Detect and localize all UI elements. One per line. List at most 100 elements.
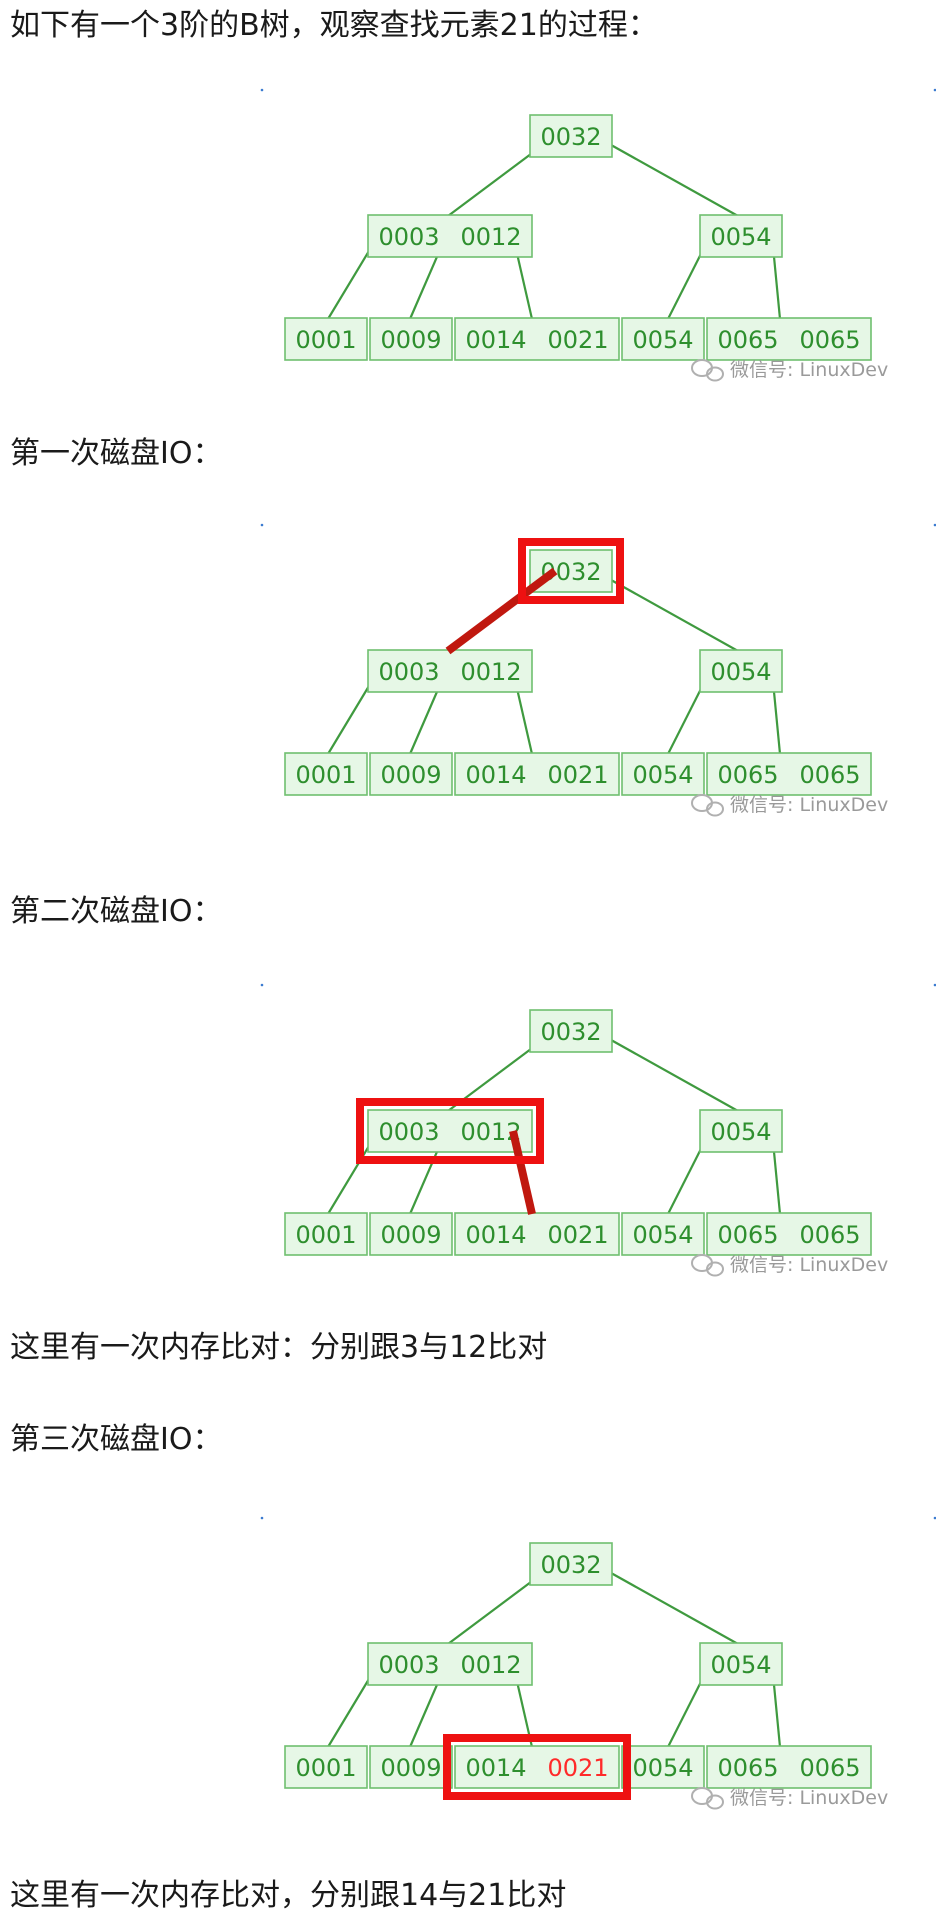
node-root: 0032 (529, 1542, 613, 1586)
node-key: 0021 (547, 326, 608, 354)
node-box (454, 317, 620, 361)
node-box (367, 1642, 533, 1686)
node-box (367, 214, 533, 258)
node-leaf2: 0009 (369, 317, 453, 361)
wechat-icon (691, 359, 724, 382)
corner-dot (260, 983, 264, 987)
node-key: 0054 (632, 326, 693, 354)
node-leaf3: 0014 0021 (454, 752, 620, 796)
node-leaf4: 0054 (621, 1745, 705, 1789)
node-key: 0009 (380, 1754, 441, 1782)
memory-compare-1-text: 这里有一次内存比对：分别跟3与12比对 (10, 1330, 548, 1365)
intro-text: 如下有一个3阶的B树，观察查找元素21的过程： (10, 8, 658, 43)
node-box (699, 1642, 783, 1686)
node-key: 0054 (632, 761, 693, 789)
node-right-internal: 0054 (699, 214, 783, 258)
corner-dot (260, 523, 264, 527)
io1-heading: 第一次磁盘IO： (10, 436, 223, 471)
node-key: 0009 (380, 1221, 441, 1249)
node-box (621, 1745, 705, 1789)
node-left-internal: 0003 0012 (367, 1642, 533, 1686)
node-leaf5: 0065 0065 (706, 1745, 872, 1789)
node-box (706, 1745, 872, 1789)
wechat-icon (691, 1254, 724, 1277)
node-key: 0014 (465, 1754, 526, 1782)
node-key: 0012 (460, 1651, 521, 1679)
node-leaf4: 0054 (621, 1212, 705, 1256)
node-box (454, 752, 620, 796)
node-key: 0021 (547, 761, 608, 789)
corner-dot (933, 88, 936, 92)
node-box (621, 1212, 705, 1256)
node-right-internal: 0054 (699, 1109, 783, 1153)
io2-heading: 第二次磁盘IO： (10, 894, 223, 929)
node-key: 0003 (378, 1651, 439, 1679)
highlight-box (518, 538, 624, 604)
wechat-icon (691, 1787, 724, 1810)
node-box (369, 1212, 453, 1256)
node-key: 0054 (632, 1754, 693, 1782)
node-key: 0065 (799, 1754, 860, 1782)
highlight-edge (445, 567, 558, 655)
node-box (529, 549, 613, 593)
node-leaf1: 0001 (284, 317, 368, 361)
highlight-box (443, 1734, 631, 1800)
node-key: 0054 (710, 1118, 771, 1146)
node-box (284, 1212, 368, 1256)
node-box (367, 1109, 533, 1153)
watermark: 微信号: LinuxDev (691, 1787, 888, 1810)
watermark-text: 微信号: LinuxDev (730, 1787, 888, 1809)
node-key: 0065 (717, 761, 778, 789)
node-key: 0009 (380, 761, 441, 789)
node-key: 0065 (717, 1754, 778, 1782)
node-leaf5: 0065 0065 (706, 317, 872, 361)
node-key: 0001 (295, 1754, 356, 1782)
node-leaf1: 0001 (284, 1212, 368, 1256)
node-leaf2: 0009 (369, 1212, 453, 1256)
node-key: 0001 (295, 1221, 356, 1249)
node-key: 0054 (710, 658, 771, 686)
node-key: 0054 (710, 223, 771, 251)
node-root: 0032 (529, 1009, 613, 1053)
node-box (529, 114, 613, 158)
edge-root-to-right (594, 135, 739, 217)
watermark: 微信号: LinuxDev (691, 1254, 888, 1277)
node-key: 0065 (799, 326, 860, 354)
node-key: 0032 (540, 123, 601, 151)
node-key: 0014 (465, 326, 526, 354)
edge-root-to-right (594, 1563, 739, 1645)
node-leaf1: 0001 (284, 752, 368, 796)
node-key: 0014 (465, 761, 526, 789)
node-key: 0065 (799, 761, 860, 789)
highlight-box (356, 1098, 544, 1164)
node-key: 0065 (717, 326, 778, 354)
node-leaf1: 0001 (284, 1745, 368, 1789)
corner-dot (933, 523, 936, 527)
node-right-internal: 0054 (699, 649, 783, 693)
node-box (529, 1009, 613, 1053)
node-box (369, 752, 453, 796)
node-key: 0012 (460, 223, 521, 251)
node-box (367, 649, 533, 693)
node-box (369, 317, 453, 361)
node-key: 0032 (540, 1551, 601, 1579)
node-box (699, 649, 783, 693)
node-key: 0054 (632, 1221, 693, 1249)
node-box (621, 752, 705, 796)
node-box (706, 752, 872, 796)
node-key: 0065 (799, 1221, 860, 1249)
highlight-edge (509, 1130, 536, 1215)
node-leaf2: 0009 (369, 1745, 453, 1789)
memory-compare-2-text: 这里有一次内存比对，分别跟14与21比对 (10, 1878, 567, 1913)
node-box (454, 1745, 620, 1789)
node-right-internal: 0054 (699, 1642, 783, 1686)
node-box (284, 317, 368, 361)
